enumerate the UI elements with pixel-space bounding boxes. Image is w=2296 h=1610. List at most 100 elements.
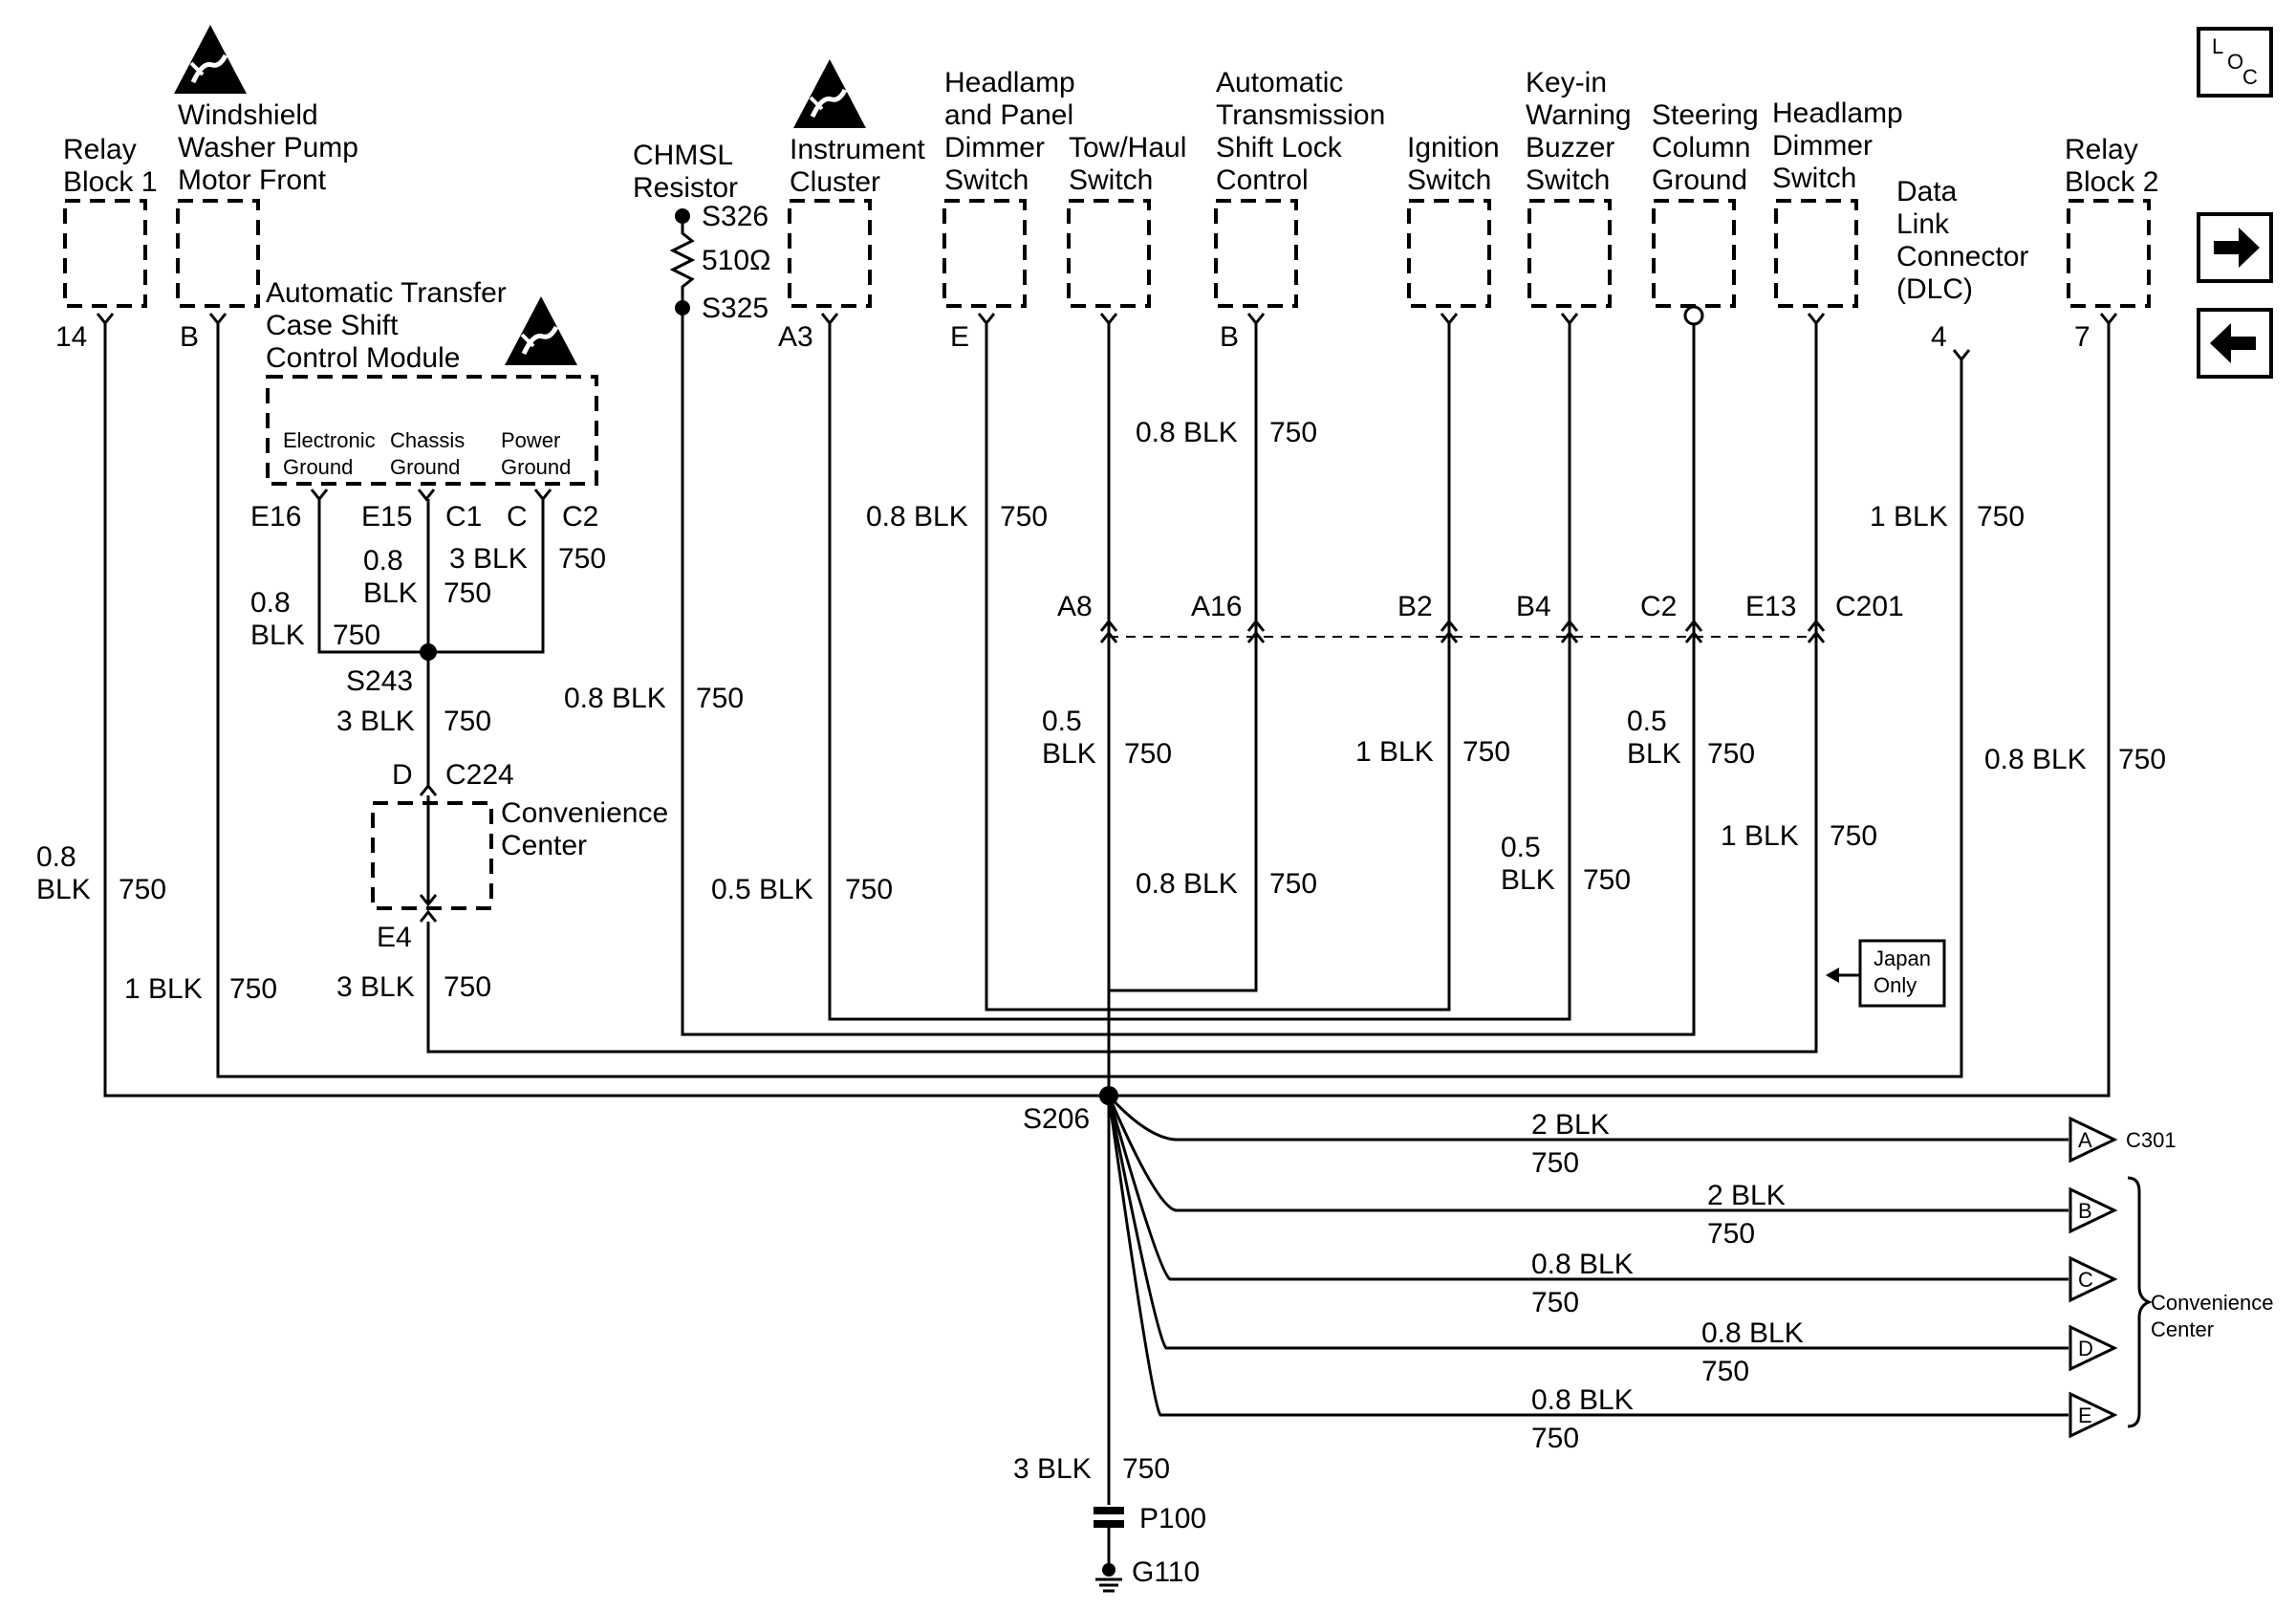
c201-pin-c2: C2	[1640, 591, 1677, 622]
svg-text:L: L	[2212, 34, 2223, 58]
c224-label: C224	[445, 759, 514, 791]
arrow-right-icon	[2214, 228, 2260, 268]
pin-b-washer: B	[180, 321, 199, 353]
c201-label: C201	[1835, 591, 1904, 622]
next-page-button[interactable]	[2197, 212, 2273, 283]
s243-label: S243	[346, 665, 413, 697]
c224-pin-d: D	[392, 759, 413, 791]
arrow-left-icon	[2210, 323, 2256, 363]
pin-b-shiftlock: B	[1220, 321, 1239, 353]
wires	[103, 308, 2111, 1505]
chmsl-resistor	[669, 208, 696, 315]
p100-connector-icon	[1094, 1507, 1124, 1568]
ground-symbol-icon	[1095, 1563, 1122, 1593]
c301-label: C301	[2126, 1128, 2177, 1152]
splice-s243-dot	[420, 643, 437, 661]
esd-warning-icon	[505, 296, 577, 365]
pin-a3: A3	[778, 321, 813, 353]
c201-pin-a16: A16	[1191, 591, 1242, 622]
output-pin-d: D	[2078, 1337, 2093, 1360]
loc-button[interactable]: L O C	[2197, 27, 2273, 98]
pin-c1: C1	[445, 501, 482, 533]
c201-pin-b4: B4	[1516, 591, 1551, 622]
s206-label: S206	[1023, 1103, 1090, 1135]
output-pin-e: E	[2078, 1403, 2092, 1427]
g110-label: G110	[1132, 1556, 1200, 1588]
pin-e4: E4	[377, 922, 412, 953]
pin-14: 14	[55, 321, 87, 353]
pin-e16: E16	[250, 501, 301, 533]
svg-text:O: O	[2227, 50, 2243, 74]
c201-pin-a8: A8	[1057, 591, 1093, 622]
splice-s206-dot	[1099, 1086, 1118, 1105]
pin-c: C	[507, 501, 528, 533]
convenience-center-brace	[2127, 1176, 2154, 1428]
output-pin-a: A	[2078, 1128, 2092, 1152]
esd-warning-icon	[793, 59, 866, 128]
pin-c2: C2	[562, 501, 598, 533]
s325-label: S325	[702, 293, 769, 324]
c224-arrows	[419, 783, 438, 907]
prev-page-button[interactable]	[2197, 308, 2273, 379]
output-pin-b: B	[2078, 1199, 2092, 1223]
s326-label: S326	[702, 201, 769, 232]
svg-text:C: C	[2242, 65, 2258, 89]
esd-warning-icon	[174, 25, 247, 94]
c201-pin-b2: B2	[1397, 591, 1433, 622]
output-pin-c: C	[2078, 1268, 2093, 1292]
output-connectors	[2069, 1116, 2118, 1439]
component-boxes	[63, 199, 2151, 910]
c201-pin-e13: E13	[1745, 591, 1796, 622]
pin-connector-marks	[96, 313, 2118, 923]
pin-e15: E15	[361, 501, 412, 533]
p100-label: P100	[1139, 1503, 1206, 1534]
c201-arrows	[1099, 619, 1826, 643]
resistor-value: 510Ω	[702, 245, 770, 276]
steering-ground-ring	[1683, 305, 1704, 326]
pin-7: 7	[2074, 321, 2090, 353]
